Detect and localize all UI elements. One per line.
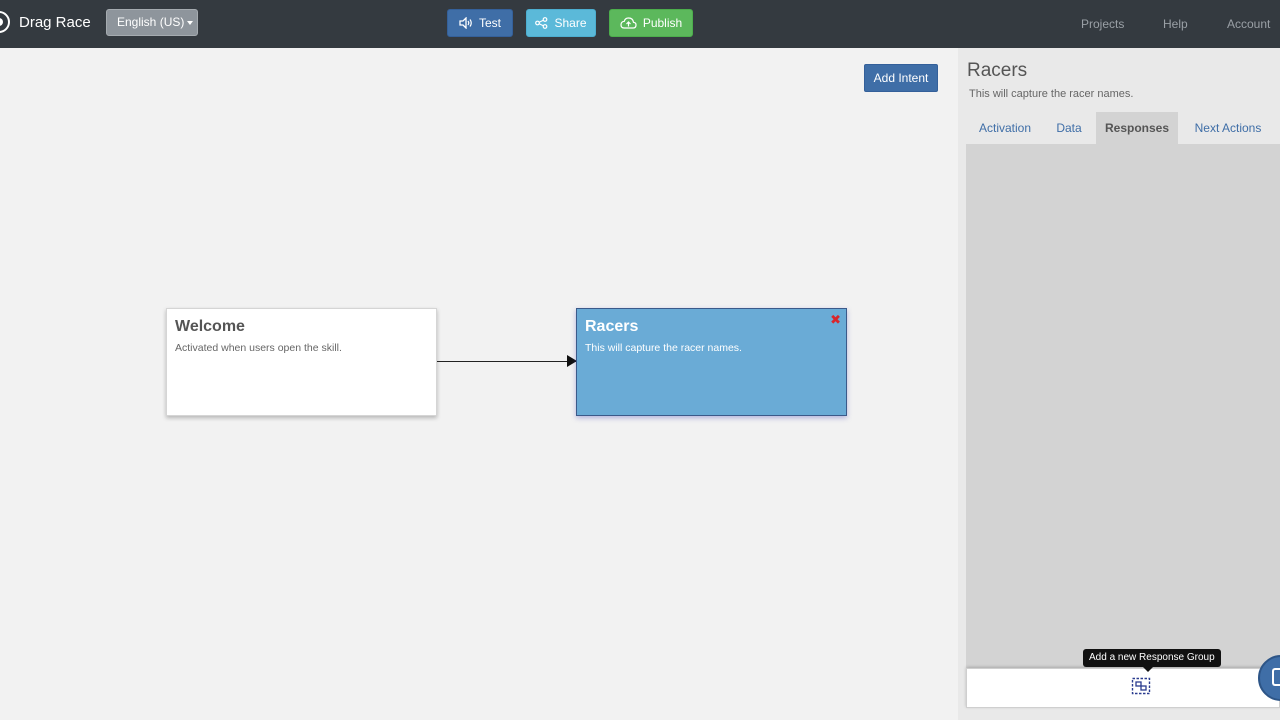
top-navbar: Drag Race English (US) Test Share Publis…	[0, 0, 1280, 48]
tab-data[interactable]: Data	[1056, 121, 1082, 135]
share-label: Share	[554, 16, 587, 30]
node-title: Racers	[585, 318, 639, 335]
add-response-group-tooltip: Add a new Response Group	[1083, 649, 1221, 672]
cloud-upload-icon	[620, 17, 637, 29]
language-label: English (US)	[117, 15, 185, 29]
panel-footer-toolbar: Add a new Response Group	[966, 649, 1280, 708]
panel-description: This will capture the racer names.	[969, 88, 1134, 100]
caret-down-icon	[187, 20, 194, 25]
add-intent-button[interactable]: Add Intent	[864, 64, 938, 92]
share-icon	[535, 17, 548, 29]
intent-node-welcome[interactable]: Welcome Activated when users open the sk…	[166, 308, 437, 416]
arrow-right-icon	[567, 355, 577, 367]
node-description: Activated when users open the skill.	[175, 342, 342, 354]
app-logo-icon[interactable]	[0, 11, 10, 33]
node-title: Welcome	[175, 318, 245, 335]
tab-next-actions[interactable]: Next Actions	[1194, 121, 1262, 135]
test-button[interactable]: Test	[447, 9, 513, 37]
publish-button[interactable]: Publish	[609, 9, 693, 37]
add-group-icon[interactable]	[1131, 677, 1151, 695]
tab-activation[interactable]: Activation	[978, 121, 1032, 135]
speaker-icon	[459, 17, 472, 29]
project-name[interactable]: Drag Race	[19, 14, 91, 31]
intent-node-racers[interactable]: Racers This will capture the racer names…	[576, 308, 847, 416]
chat-bubble-glyph	[1272, 668, 1280, 686]
intent-canvas[interactable]: Add Intent Welcome Activated when users …	[0, 48, 958, 720]
publish-label: Publish	[642, 16, 683, 30]
nav-help-link[interactable]: Help	[1163, 17, 1188, 31]
tab-responses[interactable]: Responses	[1096, 112, 1178, 144]
language-dropdown[interactable]: English (US)	[106, 9, 198, 36]
node-connector-line	[437, 361, 577, 362]
share-button[interactable]: Share	[526, 9, 596, 37]
intent-details-panel: Racers This will capture the racer names…	[958, 48, 1280, 720]
responses-tab-content	[966, 144, 1280, 668]
test-label: Test	[478, 16, 501, 30]
logo-dot	[0, 18, 3, 26]
panel-tabs: Activation Data Responses Next Actions	[966, 112, 1280, 144]
node-description: This will capture the racer names.	[585, 342, 742, 354]
nav-account-link[interactable]: Account	[1227, 17, 1271, 31]
panel-title: Racers	[967, 60, 1028, 81]
close-icon[interactable]: ✖	[830, 312, 841, 327]
nav-projects-link[interactable]: Projects	[1081, 17, 1125, 31]
